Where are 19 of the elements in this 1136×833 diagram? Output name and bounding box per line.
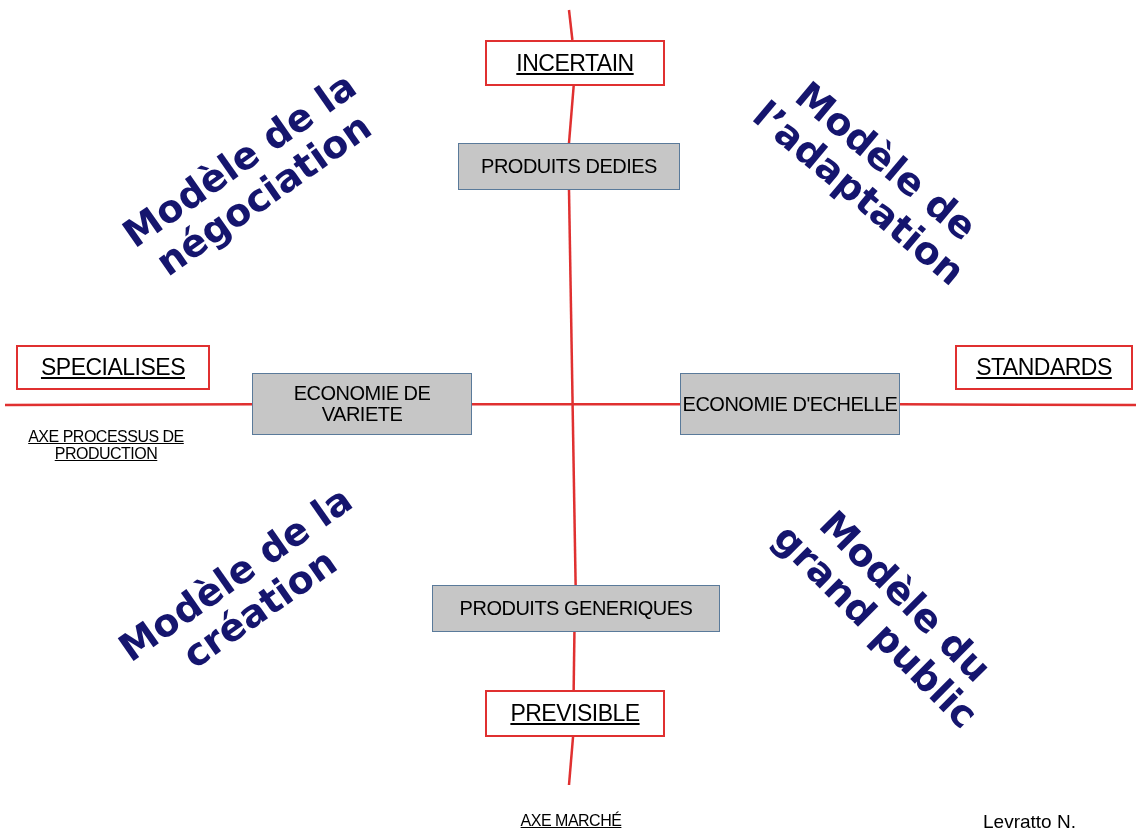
category-box: ECONOMIE D'ECHELLE <box>680 373 900 435</box>
axis-line <box>567 736 575 786</box>
axis-line <box>567 85 575 144</box>
axis-end-box: SPECIALISES <box>16 345 210 390</box>
axis-end-box: PREVISIBLE <box>485 690 665 737</box>
axis-line <box>572 632 576 690</box>
axis-line <box>567 189 577 586</box>
category-box: PRODUITS DEDIES <box>458 143 680 190</box>
axis-end-box: STANDARDS <box>955 345 1133 390</box>
category-box: ECONOMIE DE VARIETE <box>252 373 472 435</box>
axis-end-box: INCERTAIN <box>485 40 665 86</box>
axis-line <box>472 403 680 406</box>
axis-title: AXE PROCESSUS DE PRODUCTION <box>27 429 185 463</box>
category-box: PRODUITS GENERIQUES <box>432 585 720 632</box>
citation: Levratto N. <box>983 811 1077 833</box>
axis-title: AXE MARCHÉ <box>519 812 623 830</box>
axis-line <box>567 9 574 41</box>
axis-line <box>5 403 252 407</box>
axis-line <box>900 403 1136 407</box>
